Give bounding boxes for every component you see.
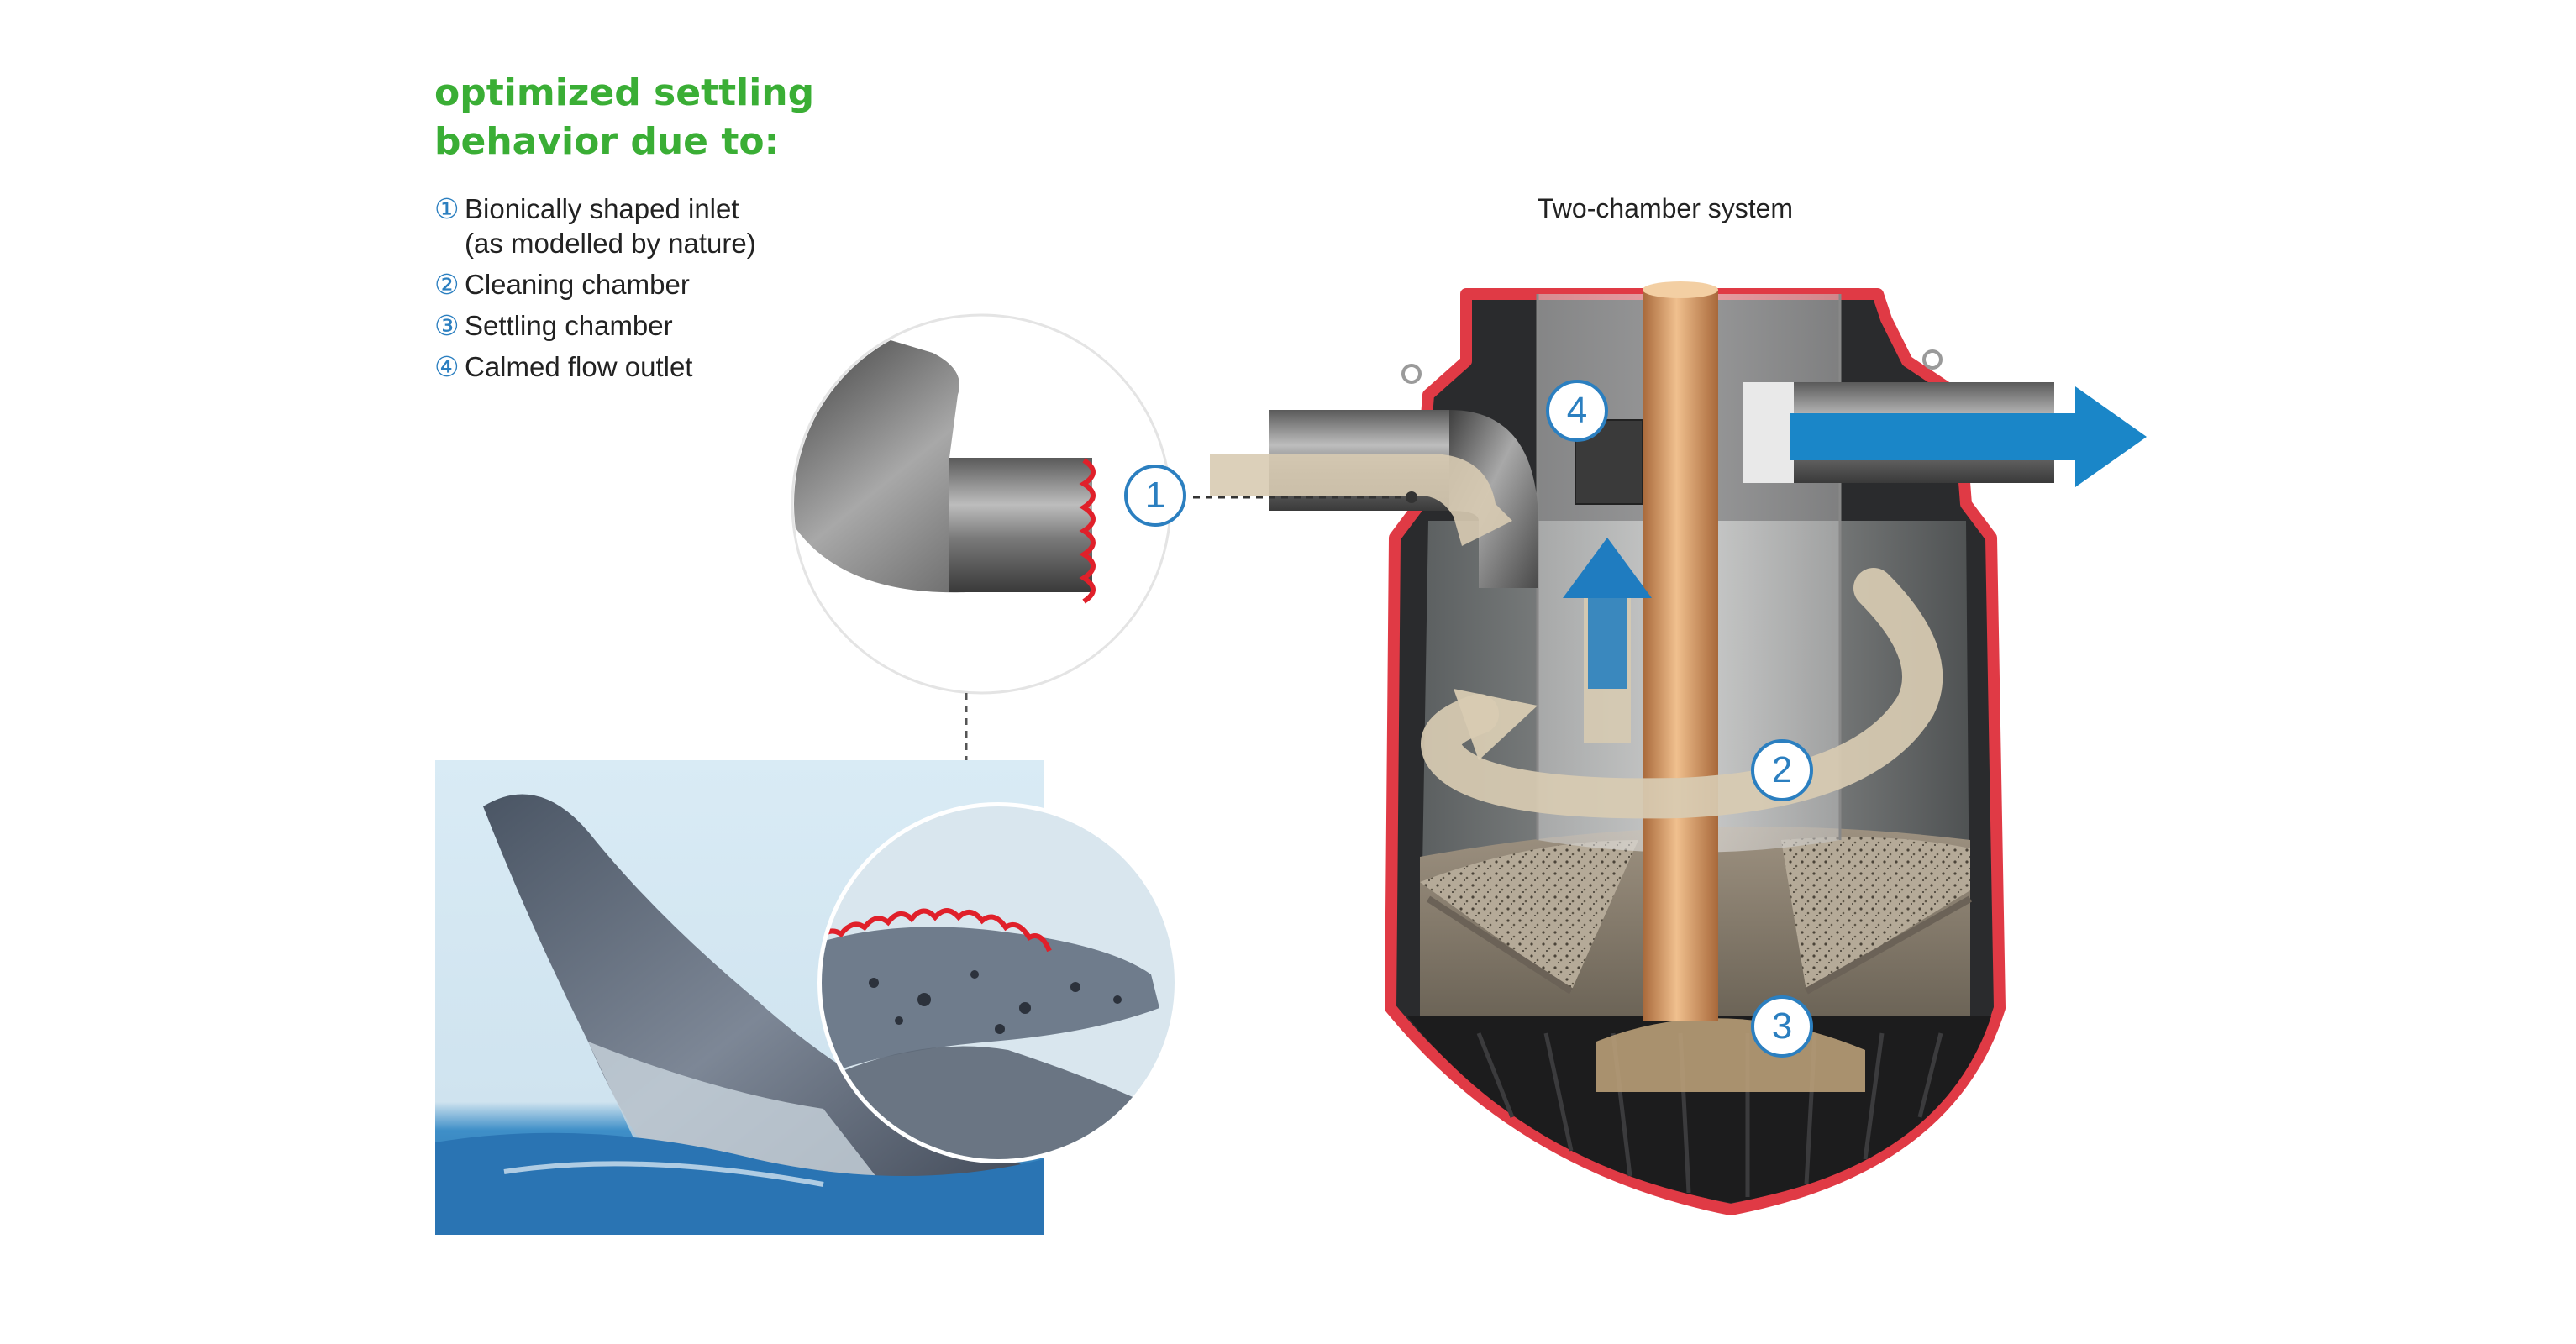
outlet-flow-arrow	[1790, 386, 2147, 487]
heading-line-2: behavior due to:	[434, 120, 780, 163]
legend-list: ① Bionically shaped inlet (as modelled b…	[434, 192, 756, 384]
inlet-flow-arrow	[1210, 454, 1512, 546]
legend-label: Cleaning chamber	[465, 269, 690, 300]
fin-magnifier	[817, 802, 1179, 1163]
legend-sublabel: (as modelled by nature)	[465, 228, 756, 259]
heading: optimized settling behavior due to:	[434, 69, 814, 166]
legend-item-cleaning: ② Cleaning chamber	[434, 267, 756, 302]
legend-number: ③	[434, 310, 460, 341]
fin-tubercle-edge	[822, 908, 1052, 953]
legend-label: Bionically shaped inlet	[465, 193, 739, 224]
callout-3: 3	[1751, 995, 1813, 1058]
legend-label: Settling chamber	[465, 310, 673, 341]
upflow-arrow	[1563, 538, 1652, 743]
legend-number: ①	[434, 193, 460, 224]
legend-number: ④	[434, 351, 460, 382]
legend-item-inlet: ① Bionically shaped inlet	[434, 192, 756, 226]
tank-outlet	[1743, 382, 2147, 487]
callout-2: 2	[1751, 739, 1813, 801]
inlet-magnifier	[791, 313, 1172, 695]
swirl-arrow	[1421, 568, 1943, 819]
heading-line-1: optimized settling	[434, 71, 815, 114]
legend-number: ②	[434, 269, 460, 300]
swirl-arrow-head	[1454, 689, 1538, 760]
legend-item-outlet: ④ Calmed flow outlet	[434, 349, 756, 384]
callout-4: 4	[1546, 380, 1608, 442]
tubercle-edge	[1079, 458, 1096, 604]
system-title: Two-chamber system	[1538, 193, 1794, 223]
inlet-pipe-end	[949, 458, 1092, 592]
legend-item-settling: ③ Settling chamber	[434, 308, 756, 343]
callout-1: 1	[1124, 465, 1186, 527]
central-pipe	[1643, 290, 1718, 1021]
legend-label: Calmed flow outlet	[465, 351, 693, 382]
tank-inlet	[1210, 410, 1538, 588]
